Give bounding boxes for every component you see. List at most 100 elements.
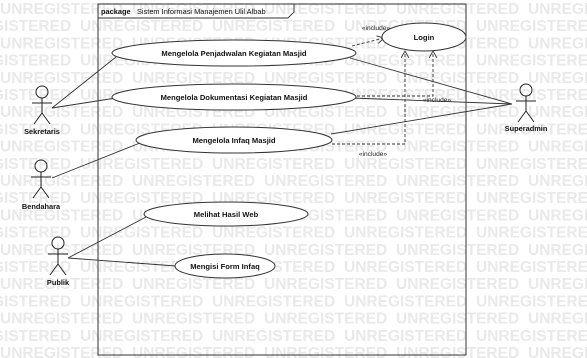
watermark-text: UNREGISTERED (0, 190, 71, 207)
use-case-dokumentasi-shape (111, 83, 357, 111)
actor-sekretaris-label: Sekretaris (24, 127, 60, 136)
watermark-text: UNREGISTERED (0, 87, 71, 104)
use-case-hasil-web-label: Melihat Hasil Web (194, 210, 259, 219)
watermark-text: UNREGISTERED (264, 311, 387, 328)
watermark-text: UNREGISTERED (344, 87, 467, 104)
watermark-text: UNREGISTERED (0, 104, 123, 121)
watermark-text: UNREGISTERED (0, 70, 123, 87)
watermark-text: UNREGISTERED (344, 190, 467, 207)
watermark-text: UNREGISTERED (476, 259, 587, 276)
package-frame: package Sistem Informasi Manajemen Ulil … (97, 3, 467, 356)
use-case-penjadwalan-shape (111, 39, 357, 67)
watermark-text: UNREGISTERED (344, 293, 467, 310)
watermark-text: UNREGISTERED (80, 293, 203, 310)
watermark-text: UNREGISTERED (80, 225, 203, 242)
watermark-text: UNREGISTERED (528, 242, 587, 259)
watermark-text: UNREGISTERED (80, 18, 203, 35)
watermark-text: UNREGISTERED (528, 345, 587, 358)
watermark-text: UNREGISTERED (132, 173, 255, 190)
watermark-text: UNREGISTERED (476, 225, 587, 242)
watermark-text: UNREGISTERED (396, 1, 519, 18)
actor-figure-icon (31, 159, 51, 199)
watermark-text: UNREGISTERED (476, 87, 587, 104)
watermark-text: UNREGISTERED (264, 345, 387, 358)
use-case-dokumentasi[interactable]: Mengelola Dokumentasi Kegiatan Masjid (111, 83, 357, 111)
use-case-dokumentasi-label: Mengelola Dokumentasi Kegiatan Masjid (161, 93, 308, 102)
watermark-text: UNREGISTERED (0, 276, 123, 293)
watermark-text: UNREGISTERED (476, 156, 587, 173)
watermark-text: UNREGISTERED (476, 293, 587, 310)
watermark-text: UNREGISTERED (0, 53, 71, 70)
watermark-text: UNREGISTERED (528, 207, 587, 224)
association-line-publik-form-infaq (67, 257, 177, 267)
watermark-text: UNREGISTERED (264, 70, 387, 87)
watermark-text: UNREGISTERED (396, 276, 519, 293)
use-case-infaq[interactable]: Mengelola Infaq Masjid (135, 126, 333, 154)
watermark-text: UNREGISTERED (528, 311, 587, 328)
watermark-text: UNREGISTERED (80, 328, 203, 345)
watermark-text: UNREGISTERED (0, 293, 71, 310)
package-name: Sistem Informasi Manajemen Ulil Albab (137, 7, 266, 16)
watermark-text: UNREGISTERED (528, 104, 587, 121)
actor-sekretaris[interactable]: Sekretaris (24, 85, 60, 136)
association-line-sekretaris-penjadwalan (51, 56, 117, 109)
watermark-text: UNREGISTERED (264, 242, 387, 259)
watermark-text: UNREGISTERED (396, 311, 519, 328)
actor-superadmin[interactable]: Superadmin (505, 83, 548, 133)
include-label-penjadwalan: «include» (362, 25, 391, 32)
use-case-hasil-web-shape (143, 201, 309, 227)
association-line-sekretaris-dokumentasi (51, 97, 117, 109)
use-case-form-infaq[interactable]: Mengisi Form Infaq (174, 253, 276, 279)
use-case-hasil-web[interactable]: Melihat Hasil Web (143, 201, 309, 227)
watermark-text: UNREGISTERED (264, 173, 387, 190)
include-layer: «include»«include»«include» (332, 25, 451, 158)
watermark-text: UNREGISTERED (476, 121, 587, 138)
use-case-penjadwalan-label: Mengelola Penjadwalan Kegiatan Masjid (161, 49, 307, 58)
use-case-form-infaq-shape (174, 253, 276, 279)
association-line-bendahara-infaq (51, 142, 141, 179)
use-case-infaq-label: Mengelola Infaq Masjid (192, 136, 275, 145)
watermark-text: UNREGISTERED (528, 276, 587, 293)
actor-publik[interactable]: Publik (47, 236, 70, 287)
watermark-text: UNREGISTERED (212, 156, 335, 173)
watermark-text: UNREGISTERED (132, 1, 255, 18)
package-keyword: package (101, 7, 131, 16)
watermark-text: UNREGISTERED (132, 311, 255, 328)
watermark-text: UNREGISTERED (528, 139, 587, 156)
actor-figure-icon (32, 85, 52, 125)
use-case-penjadwalan[interactable]: Mengelola Penjadwalan Kegiatan Masjid (111, 39, 357, 67)
watermark-text: UNREGISTERED (80, 259, 203, 276)
watermark-text: UNREGISTERED (0, 139, 123, 156)
watermark-text: UNREGISTERED (0, 121, 71, 138)
watermark-text: UNREGISTERED (0, 328, 71, 345)
watermark-text: UNREGISTERED (0, 173, 123, 190)
include-arrow-infaq (332, 51, 405, 145)
watermark-text: UNREGISTERED (212, 18, 335, 35)
watermark-text: UNREGISTERED (212, 225, 335, 242)
watermark-text: UNREGISTERED (264, 276, 387, 293)
watermark-text: UNREGISTERED (0, 345, 123, 358)
include-label-dokumentasi: «include» (423, 97, 452, 104)
watermark-text: UNREGISTERED (80, 156, 203, 173)
watermark-text: UNREGISTERED (344, 328, 467, 345)
watermark-text: UNREGISTERED (396, 345, 519, 358)
use-case-form-infaq-label: Mengisi Form Infaq (190, 262, 260, 271)
package-tab (97, 4, 295, 19)
actor-publik-label: Publik (47, 278, 70, 287)
watermark-text: UNREGISTERED (212, 328, 335, 345)
watermark-text: UNREGISTERED (0, 207, 123, 224)
watermark-text: UNREGISTERED (0, 311, 123, 328)
watermark-text: UNREGISTERED (476, 190, 587, 207)
actor-superadmin-label: Superadmin (505, 124, 548, 133)
package-boundary (97, 3, 467, 356)
watermark-text: UNREGISTERED (528, 173, 587, 190)
association-layer (51, 56, 513, 267)
watermark-text: UNREGISTERED (0, 35, 123, 52)
association-line-publik-hasil-web (67, 216, 147, 259)
actor-bendahara[interactable]: Bendahara (22, 159, 61, 211)
actor-figure-icon (516, 83, 536, 123)
use-case-login[interactable]: Login (381, 22, 467, 52)
watermark-text: UNREGISTERED (344, 259, 467, 276)
watermark-text: UNREGISTERED (0, 225, 71, 242)
